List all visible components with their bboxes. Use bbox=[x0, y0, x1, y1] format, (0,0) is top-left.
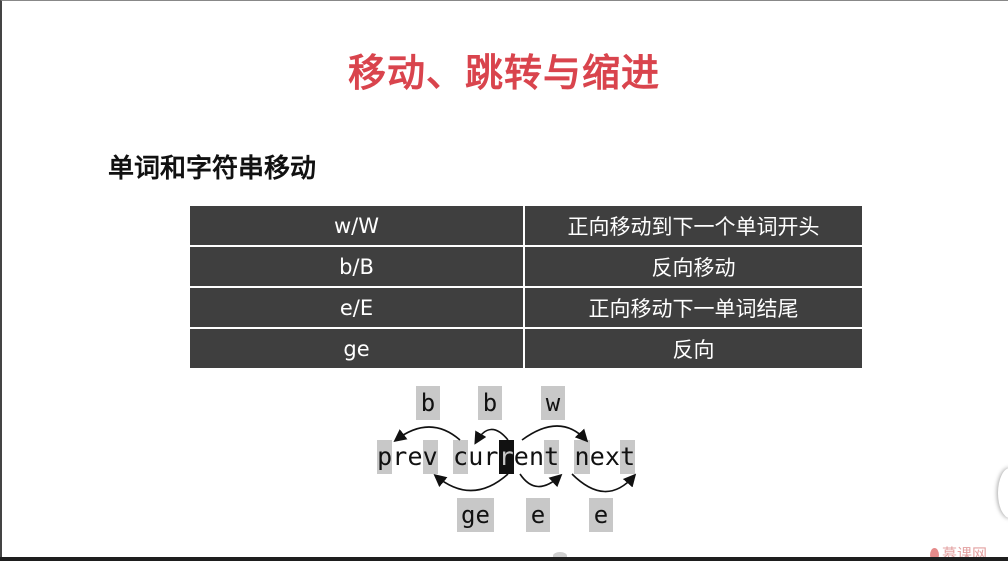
command-description: 反向 bbox=[525, 329, 862, 370]
arrow-e-next bbox=[571, 473, 637, 493]
command-table: w/W 正向移动到下一个单词开头 b/B 反向移动 e/E 正向移动下一单词结尾… bbox=[190, 206, 862, 370]
char-next-e: e bbox=[589, 442, 605, 471]
command-key: e/E bbox=[190, 288, 525, 329]
key-label-e-next: e bbox=[589, 498, 613, 532]
char-next-t: t bbox=[620, 440, 636, 474]
bottom-bar bbox=[0, 557, 1008, 561]
progress-marker[interactable] bbox=[553, 552, 567, 560]
char-next-x: x bbox=[604, 442, 620, 471]
char-prev-v: v bbox=[422, 440, 438, 474]
flame-icon bbox=[930, 547, 939, 560]
key-label-ge: ge bbox=[457, 498, 494, 532]
key-label-b-start: b bbox=[478, 386, 502, 420]
command-description: 正向移动到下一个单词开头 bbox=[525, 206, 862, 247]
command-key: w/W bbox=[190, 206, 525, 247]
arrow-e-current bbox=[519, 473, 563, 488]
command-description: 反向移动 bbox=[525, 247, 862, 288]
command-key: b/B bbox=[190, 247, 525, 288]
section-heading: 单词和字符串移动 bbox=[108, 154, 317, 184]
arrow-w-next bbox=[521, 425, 589, 443]
char-cur-e: e bbox=[513, 442, 529, 471]
motion-arrows bbox=[393, 425, 637, 493]
table-row: e/E 正向移动下一单词结尾 bbox=[190, 288, 862, 329]
char-cur-t: t bbox=[544, 440, 560, 474]
key-label-e-current: e bbox=[526, 498, 550, 532]
char-prev-p: p bbox=[377, 440, 393, 474]
char-cur-c: c bbox=[452, 440, 469, 474]
side-scroll-handle[interactable] bbox=[998, 468, 1008, 518]
arrow-b-prev bbox=[393, 426, 461, 442]
key-label-b-prev: b bbox=[416, 386, 440, 420]
char-prev-e: e bbox=[407, 442, 423, 471]
table-row: ge 反向 bbox=[190, 329, 862, 370]
char-cur-u: u bbox=[468, 442, 484, 471]
char-cur-r1: r bbox=[483, 442, 499, 471]
char-next-n: n bbox=[574, 440, 590, 474]
char-cur-n: n bbox=[528, 442, 544, 471]
char-prev-r: r bbox=[392, 442, 408, 471]
table-row: b/B 反向移动 bbox=[190, 247, 862, 288]
key-label-w: w bbox=[541, 386, 565, 420]
command-description: 正向移动下一单词结尾 bbox=[525, 288, 862, 329]
arrow-ge-prev bbox=[433, 473, 509, 492]
command-key: ge bbox=[190, 329, 525, 370]
slide-title: 移动、跳转与缩进 bbox=[347, 51, 660, 95]
arrow-b-current bbox=[474, 428, 509, 445]
cursor-char: r bbox=[498, 440, 514, 474]
table-row: w/W 正向移动到下一个单词开头 bbox=[190, 206, 862, 247]
